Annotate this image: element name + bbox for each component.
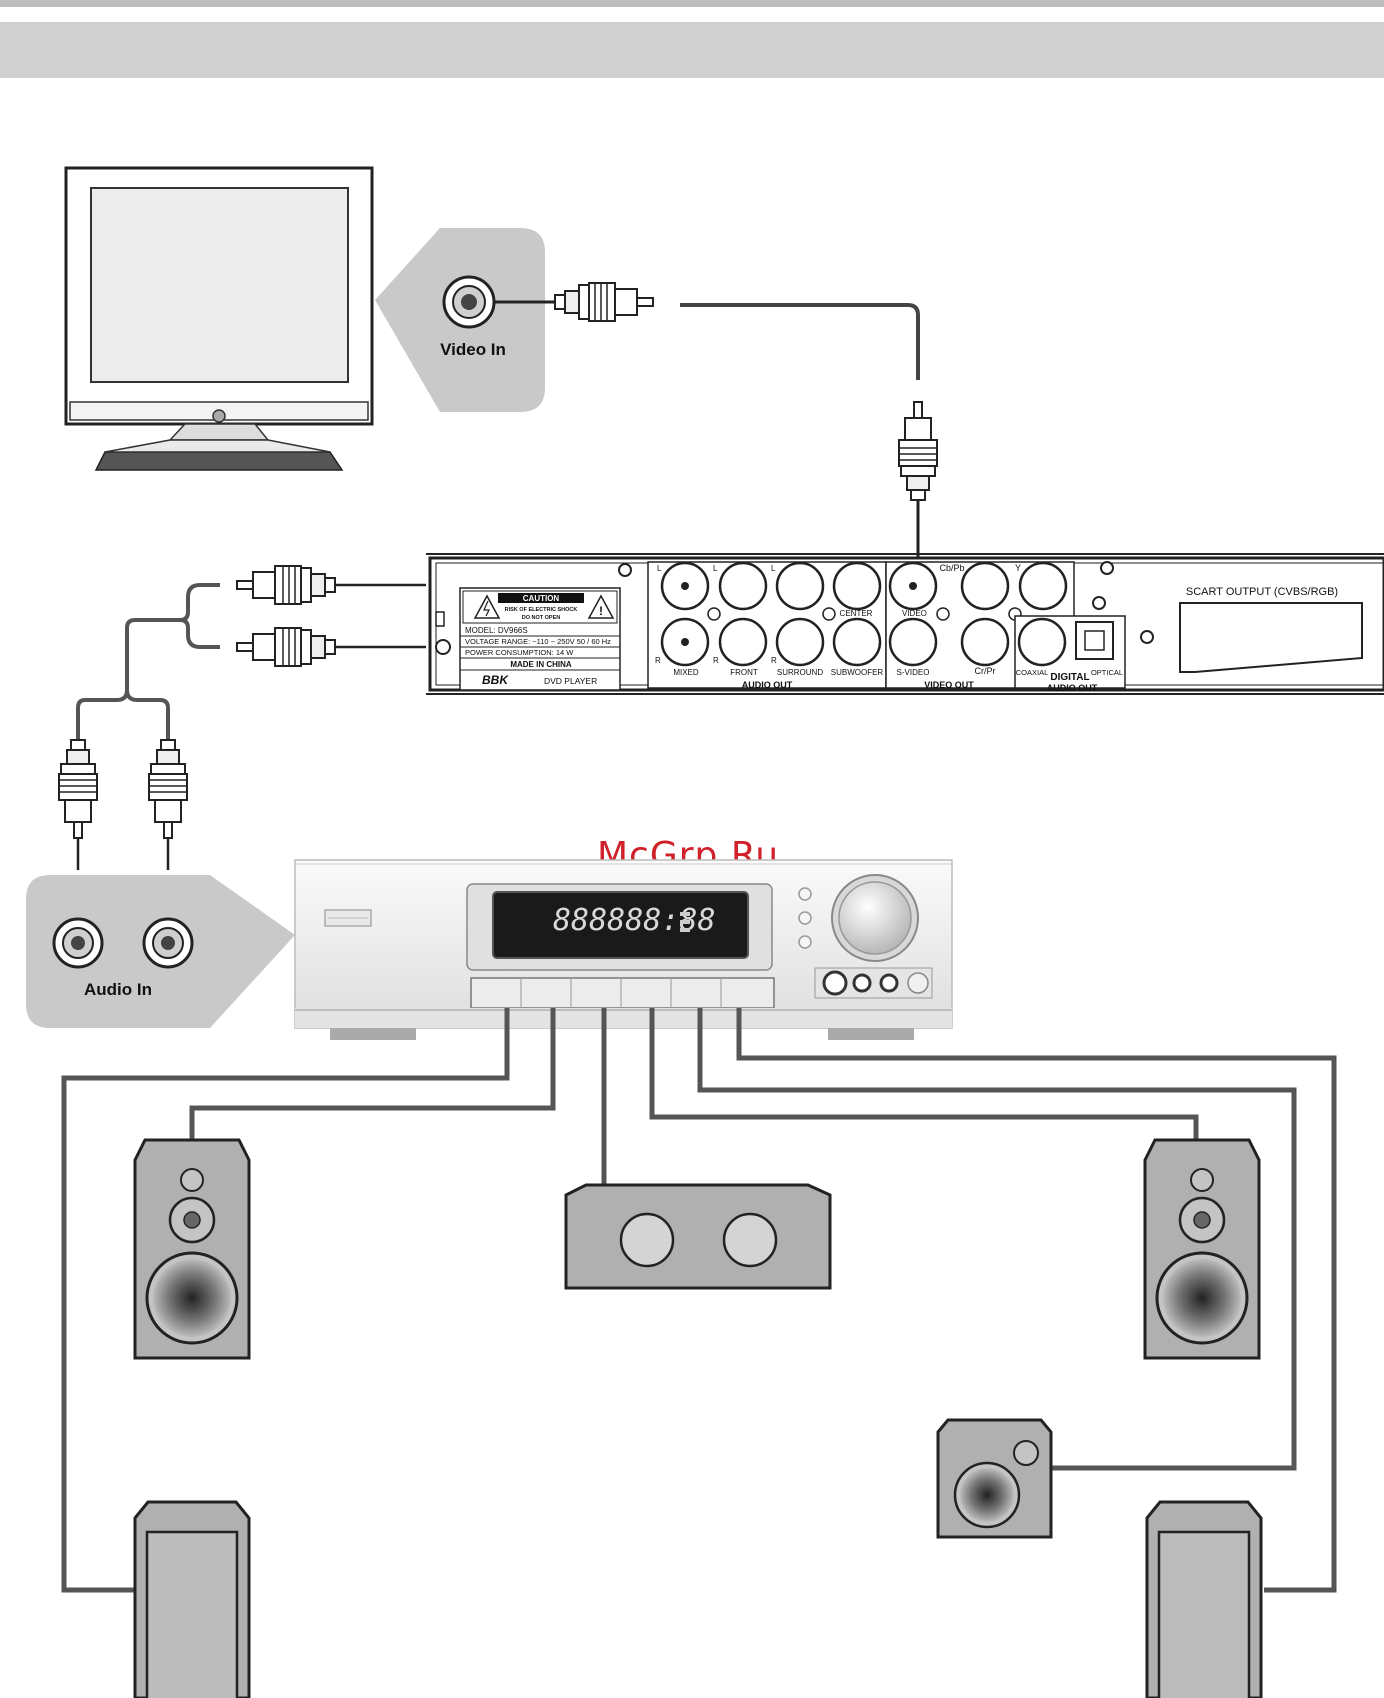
jack-mixed-l — [660, 561, 710, 611]
jack-coaxial — [1017, 617, 1067, 667]
video-out-label: VIDEO OUT — [924, 680, 974, 690]
mark-l-1: L — [657, 564, 662, 573]
made-in-text: MADE IN CHINA — [510, 660, 572, 669]
label-front: FRONT — [730, 668, 758, 677]
label-y: Y — [1015, 563, 1021, 573]
jack-front-r — [718, 617, 768, 667]
jack-surround-r — [775, 617, 825, 667]
digital-label: DIGITAL — [1050, 672, 1089, 683]
dvd-player-back-panel: ! CAUTION RISK OF ELECTRIC SHOCK DO NOT … — [426, 553, 1384, 695]
audio-in-callout: Audio In — [26, 875, 295, 1028]
label-optical: OPTICAL — [1091, 668, 1123, 677]
speaker-center — [564, 1183, 832, 1290]
indicator-light-1 — [798, 887, 812, 901]
tv — [64, 166, 374, 471]
caution-line-1: RISK OF ELECTRIC SHOCK — [505, 607, 578, 613]
label-s-video: S-VIDEO — [897, 668, 930, 677]
label-subwoofer: SUBWOOFER — [831, 668, 884, 677]
speaker-front-left — [133, 1138, 251, 1360]
jack-surround-l — [775, 561, 825, 611]
display-digits: 888888:88 — [553, 903, 716, 938]
speaker-surround-left — [133, 1500, 251, 1698]
jack-optical — [1075, 621, 1114, 660]
amplifier-foot-right — [828, 1028, 914, 1040]
caution-line-2: DO NOT OPEN — [522, 615, 561, 621]
audio-out-label: AUDIO OUT — [742, 680, 793, 690]
jack-subwoofer — [832, 617, 882, 667]
shock-warning-icon — [473, 594, 501, 619]
speaker-surround-right — [1145, 1500, 1263, 1698]
jack-cr-pr — [960, 617, 1010, 667]
subwoofer — [936, 1418, 1053, 1539]
mic-jack-1 — [852, 973, 872, 993]
digital-audio-out-label: AUDIO OUT — [1047, 683, 1098, 693]
label-coaxial: COAXIAL — [1016, 668, 1049, 677]
label-surround: SURROUND — [777, 668, 823, 677]
model-text: MODEL: DV966S — [465, 626, 528, 635]
label-center: CENTER — [840, 609, 873, 618]
audio-cable — [58, 565, 426, 870]
jack-mixed-r — [660, 617, 710, 667]
jack-video — [888, 561, 938, 611]
jack-cb-pb — [960, 561, 1010, 611]
amplifier-display — [492, 891, 749, 959]
mark-r-2: R — [713, 656, 719, 665]
video-in-label: Video In — [440, 340, 506, 359]
mark-r-3: R — [771, 656, 777, 665]
speaker-cables — [61, 1008, 1337, 1593]
audio-in-label: Audio In — [84, 980, 152, 999]
headphone-jack — [822, 970, 848, 996]
brand-logo: BBK — [482, 673, 509, 687]
indicator-light-2 — [798, 911, 812, 925]
label-cr-pr: Cr/Pr — [975, 666, 996, 676]
video-cable — [494, 282, 938, 560]
digital-audio-out-group: COAXIAL OPTICAL DIGITAL AUDIO OUT — [1014, 615, 1126, 693]
audio-out-group: L L L R R R MIXED FRONT SURROUND SUBWOOF… — [647, 561, 887, 690]
amplifier-foot-left — [330, 1028, 416, 1040]
amplifier: 888888:88 — [294, 859, 953, 1040]
speaker-terminal-block — [470, 977, 775, 1009]
top-rule — [0, 0, 1384, 7]
label-video: VIDEO — [902, 609, 927, 618]
scart-label: SCART OUTPUT (CVBS/RGB) — [1186, 586, 1338, 598]
power-text: POWER CONSUMPTION: 14 W — [465, 648, 574, 657]
tv-power-icon — [212, 409, 226, 423]
speaker-front-right — [1143, 1138, 1261, 1360]
svg-text:!: ! — [599, 604, 603, 618]
product-text: DVD PLAYER — [544, 676, 597, 686]
mark-l-2: L — [713, 564, 718, 573]
label-cb-pb: Cb/Pb — [939, 563, 964, 573]
mark-r-1: R — [655, 656, 661, 665]
jack-front-l — [718, 561, 768, 611]
jack-s-video — [888, 617, 938, 667]
attention-warning-icon — [587, 594, 615, 619]
mark-l-3: L — [771, 564, 776, 573]
voltage-text: VOLTAGE RANGE: ~110 ~ 250V 50 / 60 Hz — [465, 637, 611, 646]
indicator-light-3 — [798, 935, 812, 949]
video-in-callout: Video In — [375, 228, 545, 412]
jack-y — [1018, 561, 1068, 611]
header-bar — [0, 22, 1384, 78]
rating-label: ! CAUTION RISK OF ELECTRIC SHOCK DO NOT … — [459, 587, 621, 691]
audio-in-jack-left — [52, 917, 104, 969]
scart-connector: SCART OUTPUT (CVBS/RGB) — [1179, 586, 1363, 673]
caution-title: CAUTION — [523, 594, 560, 603]
jack-center — [832, 561, 882, 611]
audio-in-jack-right — [142, 917, 194, 969]
mic-jack-2 — [879, 973, 899, 993]
label-mixed: MIXED — [673, 668, 699, 677]
